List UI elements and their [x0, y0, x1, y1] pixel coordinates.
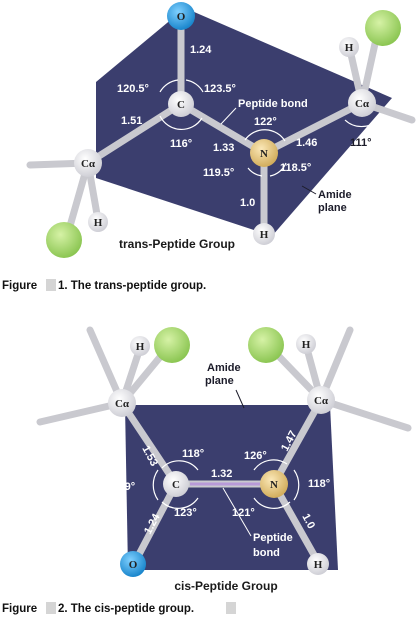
trans-peptide-title: trans-Peptide Group [119, 237, 235, 251]
bond-length-cn: 1.33 [213, 142, 234, 154]
angle-arcs [159, 79, 379, 177]
amide-plane-cis-pointer [235, 389, 245, 409]
angle-label-2: 123.5° [204, 83, 236, 95]
amide-hydrogen-atom [253, 223, 275, 245]
angle-arcs-cis [152, 459, 300, 509]
bond-length-cis-cn: 1.32 [211, 468, 232, 480]
nitrogen-cis-label: N [270, 479, 278, 491]
amide-plane-cis-label-line1: Amide [207, 362, 241, 374]
side-chain-cis-right [248, 327, 284, 363]
angle-cis-5: 123° [174, 507, 197, 519]
alpha-hydrogen-left-atom [88, 212, 108, 232]
amide-hydrogen-cis-label: H [314, 559, 323, 571]
amide-plane-label-line1: Amide [318, 189, 352, 201]
alpha-carbon-right-label: Cα [355, 98, 370, 110]
angle-cis-2: 126° [244, 450, 267, 462]
nitrogen-label: N [260, 148, 268, 160]
angle-label-1: 120.5° [117, 83, 149, 95]
figure-1-caption-text: 1. The trans-peptide group. [58, 280, 206, 292]
bond-length-co: 1.24 [190, 44, 212, 56]
carbonyl-carbon-atom [168, 91, 194, 117]
nitrogen-atom [250, 139, 278, 167]
alpha-carbon-cis-left-label: Cα [115, 398, 130, 410]
figure-1-number-mask [46, 279, 56, 291]
peptide-bond-cis-label-line2: bond [253, 547, 280, 559]
figure-1-caption: Figure 1. The trans-peptide group. [2, 279, 206, 292]
figure-2-trailing-mask [226, 602, 236, 614]
oxygen-cis-label: O [129, 559, 138, 571]
peptide-bond-pointer [220, 107, 237, 125]
oxygen-atom [167, 2, 195, 30]
peptide-bond-cis-pointer [222, 487, 252, 537]
angle-label-3: 116° [170, 138, 192, 150]
carbon-cis-label: C [172, 479, 180, 491]
alpha-hydrogen-right-label: H [345, 42, 354, 54]
cis-peptide-diagram: H H Cα Cα C N O H 1.53 1.47 1.32 1.24 1.… [36, 326, 412, 593]
carbon-label: C [177, 99, 185, 111]
alpha-carbon-left-label: Cα [81, 158, 96, 170]
side-chain-cis-left [154, 327, 190, 363]
angle-cis-1: 118° [182, 448, 204, 460]
carbonyl-carbon-cis-atom [163, 471, 189, 497]
angle-label-6: 118.5° [280, 162, 311, 174]
amide-hydrogen-label: H [260, 229, 269, 241]
angle-cis-6: 121° [232, 507, 255, 519]
angle-cis-4: 118° [308, 478, 330, 490]
alpha-carbon-left-atom [74, 149, 102, 177]
alpha-hydrogen-cis-left-label: H [136, 341, 145, 353]
cis-peptide-title: cis-Peptide Group [174, 579, 277, 593]
amide-plane-label-line2: plane [318, 202, 347, 214]
amide-plane [96, 8, 392, 236]
alpha-carbon-cis-left-atom [108, 389, 136, 417]
figure-2-caption-text: 2. The cis-peptide group. [58, 603, 194, 615]
oxygen-label: O [177, 11, 186, 23]
alpha-hydrogen-right-atom [339, 37, 359, 57]
alpha-carbon-cis-right-atom [307, 386, 335, 414]
bond-length-cac: 1.51 [121, 115, 142, 127]
angle-label-4: 122° [254, 116, 277, 128]
bond-length-nca: 1.46 [296, 137, 317, 149]
figure-2-number-mask [46, 602, 56, 614]
alpha-carbon-right-atom [348, 89, 376, 117]
alpha-hydrogen-left-label: H [94, 217, 103, 229]
figure-2-caption-prefix: Figure [2, 603, 37, 615]
trans-peptide-diagram: O C N H Cα Cα H H 1.24 1.33 1.51 1.46 1.… [26, 2, 416, 258]
alpha-hydrogen-cis-left-atom [130, 336, 150, 356]
bond-length-nh: 1.0 [240, 197, 255, 209]
figure-1-caption-prefix: Figure [2, 280, 37, 292]
peptide-bond-label: Peptide bond [238, 98, 308, 110]
nitrogen-cis-atom [260, 470, 288, 498]
amide-plane-pointer [301, 185, 317, 195]
peptide-bond-cis-label-line1: Peptide [253, 532, 293, 544]
figure-2-caption: Figure 2. The cis-peptide group. [2, 602, 236, 615]
alpha-hydrogen-cis-right-atom [296, 334, 316, 354]
angle-label-5: 119.5° [203, 167, 234, 179]
side-chain-right [365, 10, 401, 46]
angle-label-7: 111° [350, 137, 372, 149]
alpha-carbon-cis-right-label: Cα [314, 395, 329, 407]
amide-plane-cis-label-line2: plane [205, 375, 234, 387]
angle-cis-3: 119° [113, 481, 135, 493]
oxygen-cis-atom [120, 551, 146, 577]
alpha-hydrogen-cis-right-label: H [302, 339, 311, 351]
amide-hydrogen-cis-atom [307, 553, 329, 575]
side-chain-left [46, 222, 82, 258]
